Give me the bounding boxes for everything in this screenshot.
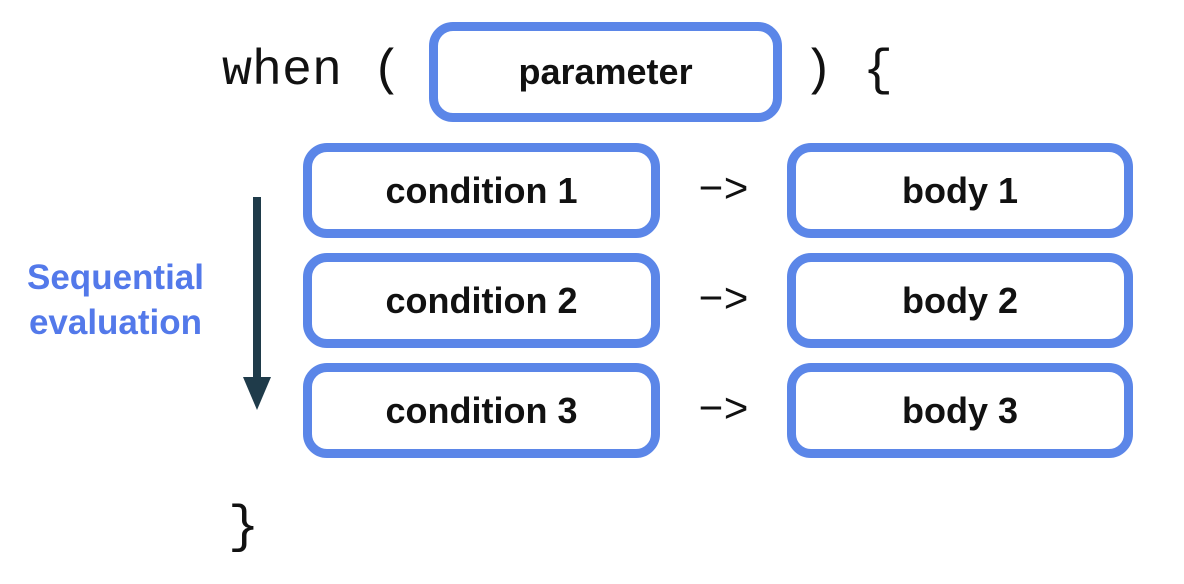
condition-1-label: condition 1: [385, 169, 578, 211]
condition-2-box: condition 2: [303, 253, 660, 348]
body-3-label: body 3: [901, 389, 1018, 431]
branch-row-2: condition 2 −> body 2: [0, 253, 1184, 348]
condition-2-label: condition 2: [385, 279, 578, 321]
condition-3-label: condition 3: [385, 389, 578, 431]
condition-3-box: condition 3: [303, 363, 660, 458]
sequential-evaluation-arrow-head: [243, 377, 271, 410]
body-2-box: body 2: [787, 253, 1133, 348]
body-3-box: body 3: [787, 363, 1133, 458]
close-paren-open-brace: ) {: [803, 43, 894, 100]
body-1-box: body 1: [787, 143, 1133, 238]
closing-brace: }: [228, 498, 260, 557]
branch-row-3: condition 3 −> body 3: [0, 363, 1184, 458]
condition-1-box: condition 1: [303, 143, 660, 238]
sequential-evaluation-arrow-line: [253, 197, 261, 379]
sequential-evaluation-label: Sequential evaluation: [27, 258, 204, 342]
body-1-label: body 1: [901, 169, 1018, 211]
body-2-label: body 2: [901, 279, 1018, 321]
parameter-label: parameter: [518, 51, 693, 92]
when-keyword: when (: [222, 43, 403, 100]
arrow-glyph-2: −>: [698, 276, 749, 325]
arrow-glyph-3: −>: [698, 386, 749, 435]
parameter-box: parameter: [429, 22, 783, 122]
arrow-glyph-1: −>: [698, 166, 749, 215]
when-header-line: when ( parameter ) {: [222, 22, 893, 122]
branch-row-1: condition 1 −> body 1: [0, 143, 1184, 238]
